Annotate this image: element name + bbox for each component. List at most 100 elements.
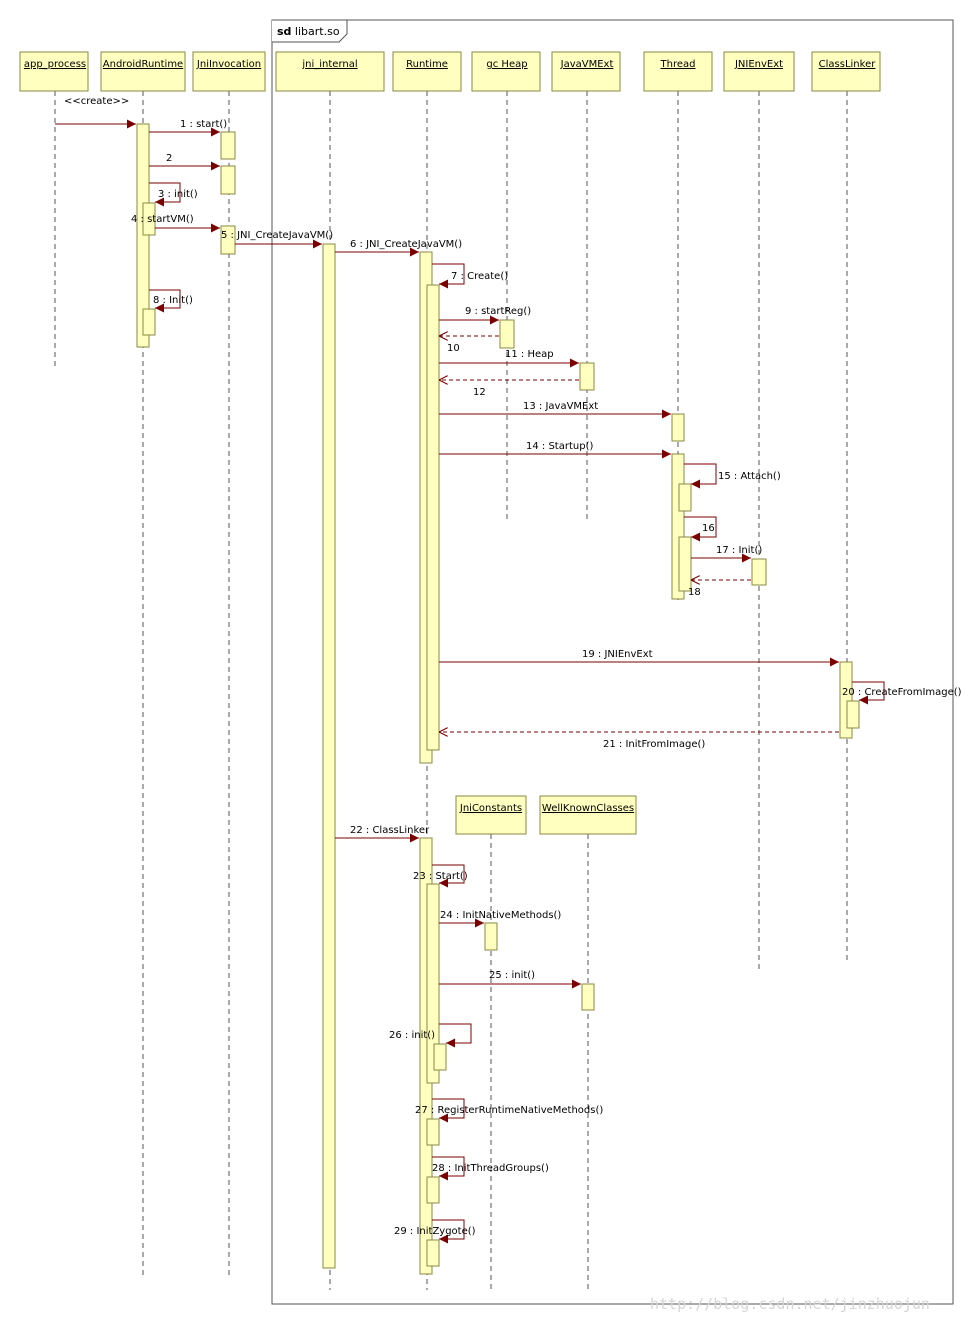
- activation-bar: [220, 225, 236, 255]
- participant-box: [539, 795, 637, 835]
- watermark: http://blog.csdn.net/jinzhuojun: [650, 1295, 930, 1313]
- message-29: 28 : InitThreadGroups(): [432, 1156, 549, 1181]
- message-label: 29 : InitZygote(): [394, 1226, 476, 1237]
- message-label: 12: [473, 387, 486, 398]
- message-label: 28 : InitThreadGroups(): [432, 1163, 549, 1174]
- participant-jni_internal: jni_internal: [275, 51, 385, 92]
- participant-box: [643, 51, 713, 92]
- frame-libart: sd libart.so: [271, 19, 954, 1305]
- participant-ClassLinker: ClassLinker: [811, 51, 881, 92]
- message-20: 19 : JNIEnvExt: [439, 649, 839, 667]
- participant-box: [392, 51, 462, 92]
- message-11: 10: [439, 336, 499, 354]
- participant-box: [455, 795, 527, 835]
- participant-JniConstants: JniConstants: [455, 795, 527, 835]
- participant-label: ClassLinker: [819, 59, 877, 70]
- message-label: 11 : Heap: [505, 349, 554, 360]
- activation-bar: [484, 922, 498, 951]
- message-label: 5 : JNI_CreateJavaVM(): [221, 230, 333, 241]
- activation-bar: [142, 308, 156, 336]
- activation-bar: [581, 983, 595, 1011]
- message-label: 1 : start(): [180, 119, 227, 130]
- message-5: 4 : startVM(): [131, 214, 220, 233]
- activation-bar: [426, 1118, 440, 1146]
- participant-Runtime: Runtime: [392, 51, 462, 92]
- message-label: 24 : InitNativeMethods(): [440, 910, 561, 921]
- frame-prefix: sd: [277, 25, 291, 38]
- message-label: 8 : Init(): [153, 295, 193, 306]
- activation-bar: [322, 243, 336, 1269]
- message-label: 6 : JNI_CreateJavaVM(): [350, 239, 462, 250]
- message-2: 1 : start(): [149, 119, 227, 137]
- activation-bar: [220, 131, 236, 160]
- participant-label: WellKnownClasses: [542, 803, 634, 814]
- message-19: 18: [688, 580, 751, 598]
- message-8: 7 : Create(): [432, 263, 508, 289]
- message-6: 5 : JNI_CreateJavaVM(): [221, 230, 333, 249]
- participant-WellKnownClasses: WellKnownClasses: [539, 795, 637, 835]
- message-26: 25 : init(): [439, 970, 581, 989]
- participant-label: gc Heap: [486, 59, 527, 70]
- message-14: 13 : JavaVMExt: [439, 401, 671, 419]
- message-label: 26 : init(): [389, 1030, 435, 1041]
- participant-label: JniInvocation: [196, 59, 261, 70]
- message-12: 11 : Heap: [439, 349, 579, 368]
- message-label: 25 : init(): [489, 970, 535, 981]
- message-13: 12: [439, 380, 579, 398]
- message-25: 24 : InitNativeMethods(): [439, 910, 561, 928]
- participant-box: [723, 51, 795, 92]
- message-label: 18: [688, 587, 701, 598]
- activation-bar: [678, 536, 692, 592]
- message-17: 16: [684, 516, 717, 542]
- participant-box: [100, 51, 186, 92]
- message-1: <<create>>: [55, 96, 136, 129]
- activation-bar: [426, 1239, 440, 1267]
- message-stereotype: <<create>>: [64, 96, 129, 107]
- self-message-arrow: [684, 463, 717, 489]
- message-label: 15 : Attach(): [718, 471, 781, 482]
- participant-label: AndroidRuntime: [103, 59, 183, 70]
- activation-bar: [426, 284, 440, 751]
- message-22: 21 : InitFromImage(): [439, 732, 839, 750]
- participant-label: Thread: [660, 59, 696, 70]
- participant-box: [471, 51, 541, 92]
- self-message-arrow: [684, 516, 717, 542]
- message-3: 2: [149, 153, 220, 171]
- message-label: 10: [447, 343, 460, 354]
- self-message-arrow: [432, 1156, 465, 1181]
- message-label: 17 : Init(): [716, 545, 762, 556]
- message-label: 2: [166, 153, 172, 164]
- self-message-arrow: [149, 289, 181, 313]
- activation-bar: [499, 319, 515, 349]
- message-21: 20 : CreateFromImage(): [842, 681, 962, 705]
- message-15: 14 : Startup(): [439, 441, 671, 459]
- message-label: 27 : RegisterRuntimeNativeMethods(): [415, 1105, 603, 1116]
- activation-bar: [426, 1176, 440, 1204]
- message-18: 17 : Init(): [691, 545, 762, 563]
- self-message-arrow: [149, 182, 181, 207]
- activation-bar: [846, 700, 860, 729]
- message-label: 13 : JavaVMExt: [523, 401, 598, 412]
- self-message-arrow: [432, 864, 465, 888]
- message-4: 3 : init(): [149, 182, 198, 207]
- participant-AndroidRuntime: AndroidRuntime: [100, 51, 186, 92]
- participant-label: JniConstants: [459, 803, 522, 814]
- message-label: 21 : InitFromImage(): [603, 739, 705, 750]
- message-label: 9 : startReg(): [465, 306, 531, 317]
- participant-JavaVMExt: JavaVMExt: [551, 51, 621, 92]
- message-label: 3 : init(): [158, 189, 198, 200]
- self-message-arrow: [432, 263, 465, 289]
- participant-JniInvocation: JniInvocation: [192, 51, 266, 92]
- message-label: 7 : Create(): [451, 271, 508, 282]
- frame-title: sd libart.so: [277, 25, 340, 38]
- message-24: 23 : Start(): [413, 864, 468, 888]
- message-30: 29 : InitZygote(): [394, 1219, 476, 1244]
- message-label: 16: [702, 523, 715, 534]
- activation-bar: [678, 483, 692, 512]
- activation-bar: [751, 558, 767, 586]
- messages: <<create>> 1 : start() 2 3 : init() 4 : star…: [55, 96, 962, 1244]
- self-message-arrow: [852, 681, 885, 705]
- participant-label: Runtime: [406, 59, 448, 70]
- self-message-arrow: [439, 1023, 472, 1048]
